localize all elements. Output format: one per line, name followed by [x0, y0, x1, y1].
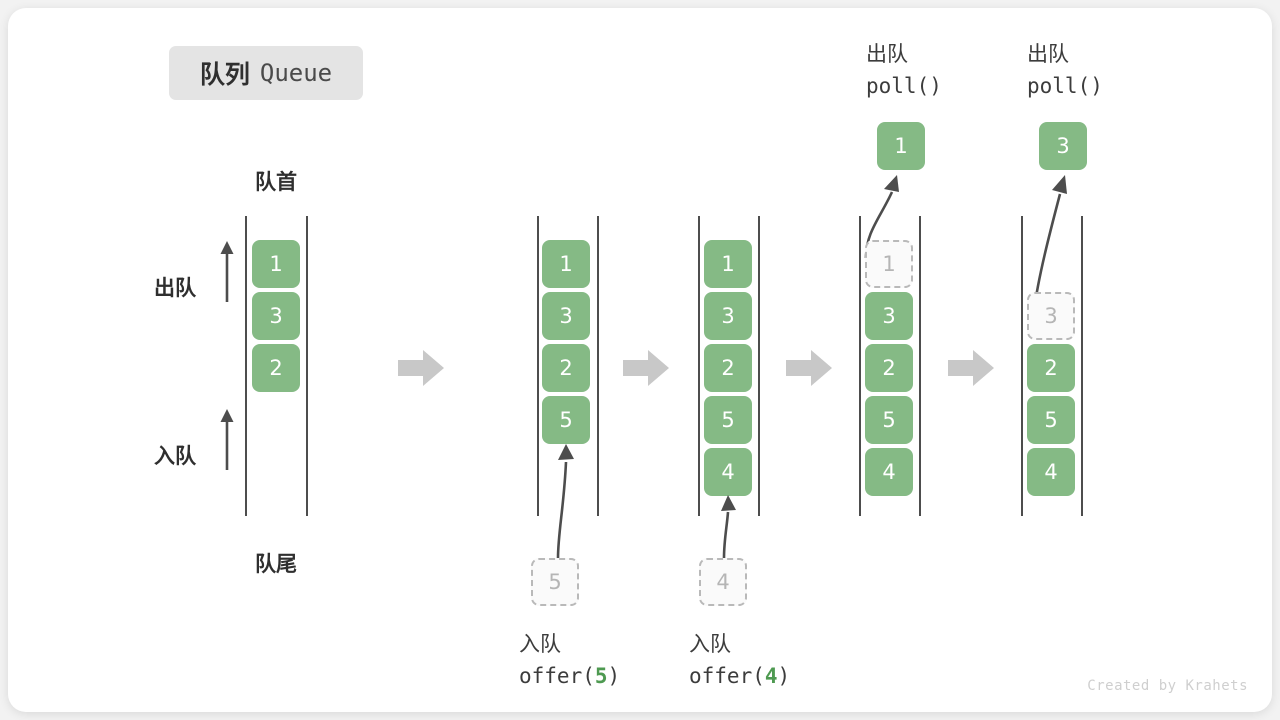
- enqueue-curve-arrow-icon: [556, 444, 574, 559]
- removed-ghost-cell: 3: [1027, 292, 1075, 340]
- incoming-ghost-cell: 4: [699, 558, 747, 606]
- step-arrow-icon: [398, 350, 444, 386]
- op-code-arg: 4: [764, 664, 778, 688]
- op-label-cn-poll3: 出队: [1027, 42, 1069, 66]
- queue-rail-right-p3: [758, 216, 760, 516]
- queue-cell: 3: [865, 292, 913, 340]
- queue-rail-left-p3: [698, 216, 700, 516]
- enqueue-direction-arrow-icon: [220, 409, 234, 470]
- queue-cell: 3: [704, 292, 752, 340]
- op-code-poll1: poll(): [866, 74, 942, 98]
- queue-cell: 2: [865, 344, 913, 392]
- queue-cell: 4: [704, 448, 752, 496]
- label-dequeue-side: 出队: [154, 276, 196, 300]
- queue-cell: 3: [542, 292, 590, 340]
- label-queue-rear: 队尾: [255, 552, 297, 576]
- queue-cell: 2: [542, 344, 590, 392]
- incoming-ghost-cell: 5: [531, 558, 579, 606]
- queue-rail-right-p5: [1081, 216, 1083, 516]
- title-cn: 队列: [199, 60, 250, 89]
- op-code-prefix: offer(: [689, 664, 765, 688]
- op-code-suffix: ): [929, 74, 942, 98]
- queue-cell: 5: [542, 396, 590, 444]
- op-code-prefix: offer(: [519, 664, 595, 688]
- queue-cell: 2: [704, 344, 752, 392]
- diagram-card: 队列 Queue 队首 队尾 出队 入队 1 3 2 1 3 2 5 5 入队 …: [8, 8, 1272, 712]
- queue-cell: 4: [865, 448, 913, 496]
- queue-cell: 1: [704, 240, 752, 288]
- queue-rail-left-p4: [859, 216, 861, 516]
- removed-ghost-cell: 1: [865, 240, 913, 288]
- op-code-prefix: poll(: [1027, 74, 1091, 98]
- step-arrow-icon: [623, 350, 669, 386]
- queue-rail-right-p1: [306, 216, 308, 516]
- queue-rail-right-p2: [597, 216, 599, 516]
- queue-rail-left-p1: [245, 216, 247, 516]
- op-code-suffix: ): [607, 664, 621, 688]
- watermark-credit: Created by Krahets: [1087, 678, 1248, 694]
- queue-cell: 5: [704, 396, 752, 444]
- op-code-arg: 5: [594, 664, 608, 688]
- queue-rail-left-p2: [537, 216, 539, 516]
- op-code-poll3: poll(): [1027, 74, 1103, 98]
- queue-cell: 4: [1027, 448, 1075, 496]
- dequeue-direction-arrow-icon: [220, 241, 234, 302]
- popped-cell: 1: [877, 122, 925, 170]
- label-queue-front: 队首: [255, 170, 297, 194]
- op-code-offer5: offer(5): [519, 664, 620, 688]
- op-code-suffix: ): [777, 664, 791, 688]
- popped-cell: 3: [1039, 122, 1087, 170]
- queue-rail-right-p4: [919, 216, 921, 516]
- queue-cell: 2: [252, 344, 300, 392]
- queue-rail-left-p5: [1021, 216, 1023, 516]
- title-en: Queue: [259, 59, 333, 87]
- diagram-title-badge: 队列 Queue: [169, 46, 363, 100]
- queue-cell: 5: [1027, 396, 1075, 444]
- op-label-cn-poll1: 出队: [866, 42, 908, 66]
- op-code-suffix: ): [1090, 74, 1103, 98]
- queue-cell: 5: [865, 396, 913, 444]
- op-label-cn-offer5: 入队: [519, 632, 561, 656]
- queue-cell: 1: [542, 240, 590, 288]
- op-code-offer4: offer(4): [689, 664, 790, 688]
- queue-cell: 3: [252, 292, 300, 340]
- step-arrow-icon: [786, 350, 832, 386]
- enqueue-curve-arrow-icon: [721, 495, 736, 559]
- queue-cell: 2: [1027, 344, 1075, 392]
- label-enqueue-side: 入队: [154, 444, 196, 468]
- queue-cell: 1: [252, 240, 300, 288]
- op-label-cn-offer4: 入队: [689, 632, 731, 656]
- step-arrow-icon: [948, 350, 994, 386]
- op-code-prefix: poll(: [866, 74, 930, 98]
